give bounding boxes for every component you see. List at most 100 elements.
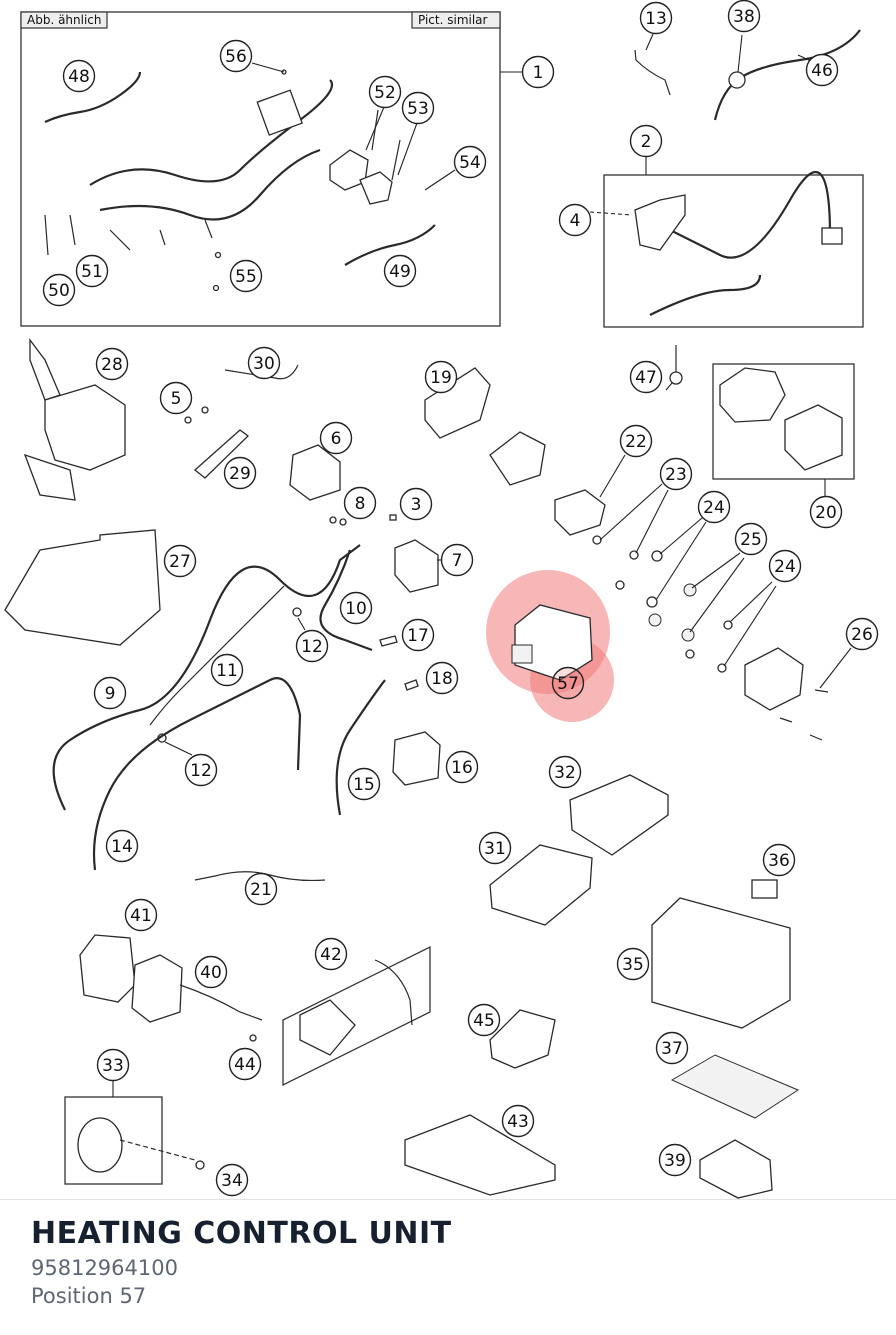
callout-19[interactable]: 19 xyxy=(424,360,458,394)
callout-28[interactable]: 28 xyxy=(95,347,129,381)
callout-39[interactable]: 39 xyxy=(658,1143,692,1177)
part-41-cover xyxy=(79,934,136,1003)
part-29-bracket xyxy=(193,429,249,479)
part-25-grommet-c xyxy=(681,628,695,642)
part-26-screws xyxy=(779,689,829,741)
callout-3[interactable]: 3 xyxy=(399,487,433,521)
svg-text:28: 28 xyxy=(101,355,123,375)
callout-11[interactable]: 11 xyxy=(210,653,244,687)
callout-42[interactable]: 42 xyxy=(314,937,348,971)
callout-44[interactable]: 44 xyxy=(228,1047,262,1081)
callout-40[interactable]: 40 xyxy=(194,955,228,989)
callout-24[interactable]: 24 xyxy=(768,549,802,583)
part-2-connector xyxy=(821,227,843,245)
callout-15[interactable]: 15 xyxy=(347,767,381,801)
svg-text:35: 35 xyxy=(622,955,644,975)
callout-8[interactable]: 8 xyxy=(343,486,377,520)
callout-41[interactable]: 41 xyxy=(124,898,158,932)
callout-12[interactable]: 12 xyxy=(295,629,329,663)
part-position: Position 57 xyxy=(31,1284,147,1308)
svg-text:9: 9 xyxy=(105,684,116,704)
callout-2[interactable]: 2 xyxy=(629,124,663,158)
svg-text:49: 49 xyxy=(389,262,411,282)
callout-27[interactable]: 27 xyxy=(163,544,197,578)
part-21-wire xyxy=(194,871,326,882)
callout-14[interactable]: 14 xyxy=(105,829,139,863)
callout-56[interactable]: 56 xyxy=(219,39,253,73)
callout-7[interactable]: 7 xyxy=(440,543,474,577)
callout-17[interactable]: 17 xyxy=(401,618,435,652)
part-25-grommet-d xyxy=(685,649,695,659)
callout-52[interactable]: 52 xyxy=(368,75,402,109)
callout-29[interactable]: 29 xyxy=(223,456,257,490)
callout-1[interactable]: 1 xyxy=(521,55,555,89)
svg-text:8: 8 xyxy=(355,494,366,514)
svg-text:22: 22 xyxy=(625,432,647,452)
callout-25[interactable]: 25 xyxy=(734,522,768,556)
callout-54[interactable]: 54 xyxy=(453,145,487,179)
callout-30[interactable]: 30 xyxy=(247,346,281,380)
callout-48[interactable]: 48 xyxy=(62,59,96,93)
part-5-screw xyxy=(184,416,192,424)
svg-text:30: 30 xyxy=(253,354,275,374)
svg-text:18: 18 xyxy=(431,669,453,689)
callout-34[interactable]: 34 xyxy=(215,1163,249,1197)
part-24-washer-d xyxy=(723,620,733,630)
callout-37[interactable]: 37 xyxy=(655,1031,689,1065)
callout-24[interactable]: 24 xyxy=(697,490,731,524)
callout-23[interactable]: 23 xyxy=(659,457,693,491)
part-24-washer-b xyxy=(615,580,625,590)
callout-50[interactable]: 50 xyxy=(42,273,76,307)
callout-38[interactable]: 38 xyxy=(727,0,761,33)
callout-13[interactable]: 13 xyxy=(639,1,673,35)
callout-49[interactable]: 49 xyxy=(383,254,417,288)
callout-18[interactable]: 18 xyxy=(425,661,459,695)
callout-35[interactable]: 35 xyxy=(616,947,650,981)
svg-text:17: 17 xyxy=(407,626,429,646)
callout-21[interactable]: 21 xyxy=(244,872,278,906)
svg-text:31: 31 xyxy=(484,839,506,859)
part-3-clip xyxy=(389,514,397,521)
callout-5[interactable]: 5 xyxy=(159,381,193,415)
callout-22[interactable]: 22 xyxy=(619,424,653,458)
svg-text:46: 46 xyxy=(811,61,833,81)
callout-12[interactable]: 12 xyxy=(184,753,218,787)
callout-20[interactable]: 20 xyxy=(809,495,843,529)
part-5-screw-b xyxy=(201,406,209,414)
callout-33[interactable]: 33 xyxy=(96,1048,130,1082)
callout-57[interactable]: 57 xyxy=(551,666,585,700)
part-22-holder xyxy=(489,431,546,486)
part-57-heating-control-unit[interactable] xyxy=(514,604,593,681)
svg-text:27: 27 xyxy=(169,552,191,572)
part-34-nut xyxy=(195,1160,205,1170)
part-2-wire xyxy=(639,170,832,259)
callout-36[interactable]: 36 xyxy=(762,843,796,877)
svg-text:53: 53 xyxy=(407,99,429,119)
part-22-sensor xyxy=(554,489,606,536)
harness-42-frame xyxy=(282,945,431,1087)
svg-text:Pict. similar: Pict. similar xyxy=(418,13,488,27)
callout-32[interactable]: 32 xyxy=(548,755,582,789)
callout-53[interactable]: 53 xyxy=(401,91,435,125)
callout-26[interactable]: 26 xyxy=(845,617,879,651)
callout-31[interactable]: 31 xyxy=(478,831,512,865)
callout-6[interactable]: 6 xyxy=(319,421,353,455)
frame-label-german: Abb. ähnlich xyxy=(20,11,108,29)
svg-text:41: 41 xyxy=(130,906,152,926)
callout-55[interactable]: 55 xyxy=(229,259,263,293)
svg-text:14: 14 xyxy=(111,837,133,857)
callout-10[interactable]: 10 xyxy=(339,591,373,625)
callout-43[interactable]: 43 xyxy=(501,1104,535,1138)
callout-47[interactable]: 47 xyxy=(629,360,663,394)
harness-2-frame xyxy=(603,174,864,328)
svg-text:42: 42 xyxy=(320,945,342,965)
callout-45[interactable]: 45 xyxy=(467,1003,501,1037)
callout-9[interactable]: 9 xyxy=(93,676,127,710)
callout-46[interactable]: 46 xyxy=(805,53,839,87)
callout-4[interactable]: 4 xyxy=(558,203,592,237)
part-8-nut-b xyxy=(339,518,347,526)
callout-16[interactable]: 16 xyxy=(445,750,479,784)
part-info-panel: HEATING CONTROL UNIT 95812964100 Positio… xyxy=(31,1214,452,1310)
part-49-wire xyxy=(344,224,436,266)
callout-51[interactable]: 51 xyxy=(75,254,109,288)
